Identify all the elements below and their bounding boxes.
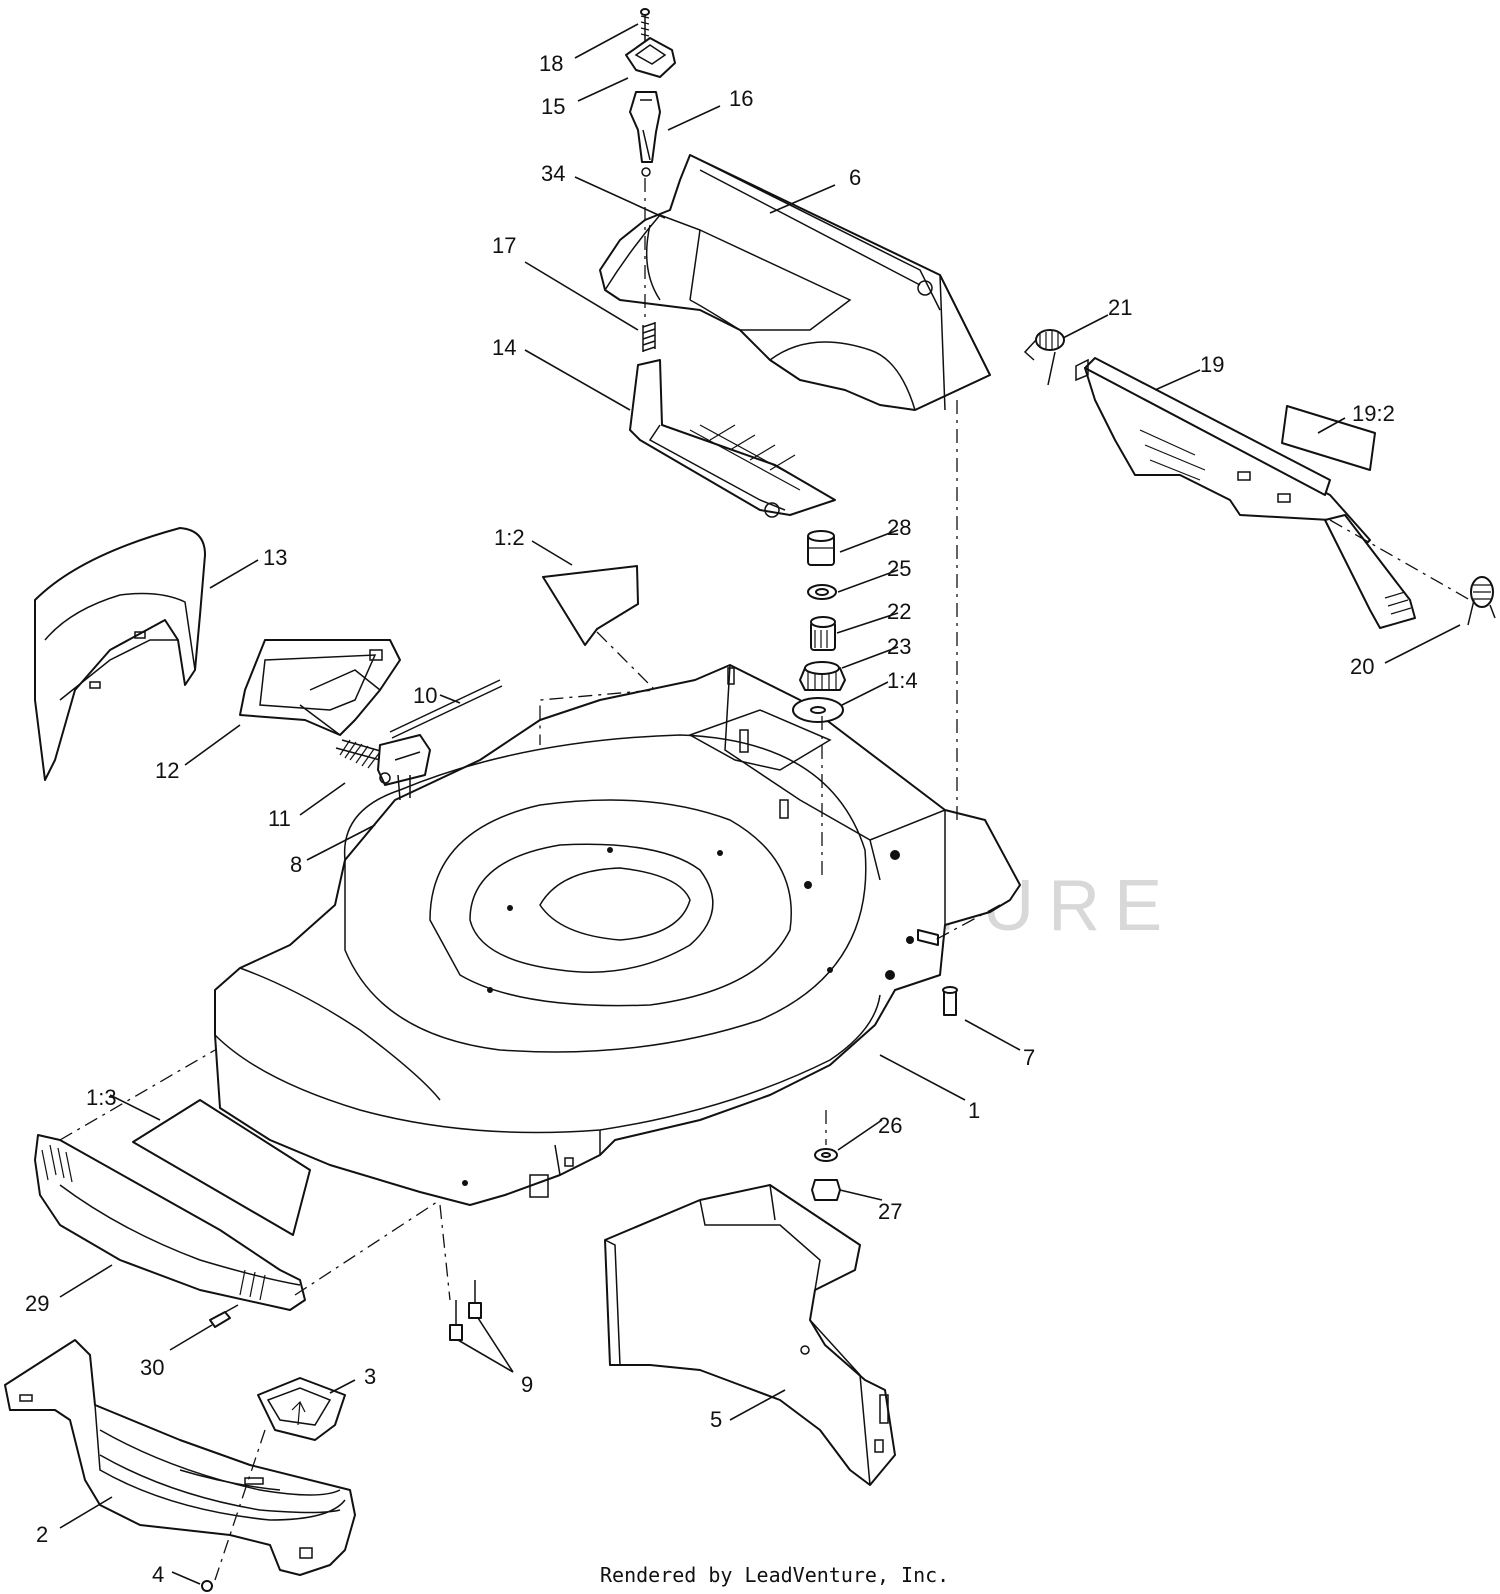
part-22-bushing [810, 616, 836, 651]
part-25-washer [807, 584, 837, 600]
part-20-spring [1467, 576, 1496, 626]
callout-34: 34 [541, 161, 565, 186]
callout-16: 16 [729, 86, 753, 111]
part-1-2-decal [542, 565, 639, 646]
callout-23: 23 [887, 634, 911, 659]
part-3-deflector [257, 1377, 346, 1441]
callout-10: 10 [413, 683, 437, 708]
part-26-washer [814, 1148, 838, 1162]
part-9-screw-b [468, 1280, 482, 1319]
part-30-screw [209, 1304, 239, 1328]
callout-5: 5 [710, 1407, 722, 1432]
part-7-bolt [942, 986, 958, 1016]
part-18-screw [640, 8, 650, 42]
callout-3: 3 [364, 1364, 376, 1389]
callout-15: 15 [541, 94, 565, 119]
part-1-3-decal [132, 1099, 311, 1236]
callout-8: 8 [290, 852, 302, 877]
callout-1-2: 1:2 [494, 525, 525, 550]
callout-25: 25 [887, 556, 911, 581]
callout-22: 22 [887, 599, 911, 624]
part-16-clip [629, 91, 661, 177]
part-7-bolt-side [917, 929, 939, 946]
part-4-screw [201, 1580, 213, 1592]
part-10-rod [389, 679, 503, 739]
part-19-rear-shield [1075, 357, 1416, 629]
part-5-discharge-chute [604, 1184, 896, 1486]
callout-19: 19 [1200, 352, 1224, 377]
callout-18: 18 [539, 51, 563, 76]
part-27-nut [811, 1179, 841, 1201]
part-2-front-baffle [4, 1339, 356, 1576]
callout-6: 6 [849, 165, 861, 190]
callout-1-4: 1:4 [887, 668, 918, 693]
part-17-spring [642, 322, 656, 352]
callout-13: 13 [263, 545, 287, 570]
callout-1: 1 [968, 1098, 980, 1123]
callout-29: 29 [25, 1291, 49, 1316]
part-14-height-adjuster [629, 359, 836, 518]
callout-21: 21 [1108, 295, 1132, 320]
part-19-2-decal [1281, 405, 1376, 471]
callout-20: 20 [1350, 654, 1374, 679]
part-1-mower-deck [214, 664, 1021, 1206]
footer-credit: Rendered by LeadVenture, Inc. [600, 1563, 949, 1587]
callout-30: 30 [140, 1355, 164, 1380]
part-9-screw-a [449, 1300, 463, 1341]
callout-1-3: 1:3 [86, 1085, 117, 1110]
callout-26: 26 [878, 1113, 902, 1138]
part-12-ratchet-cover [239, 639, 401, 736]
callout-19-2: 19:2 [1352, 401, 1395, 426]
callout-12: 12 [155, 758, 179, 783]
part-1-4-washer [792, 697, 844, 723]
callout-17: 17 [492, 233, 516, 258]
callout-27: 27 [878, 1199, 902, 1224]
alignment-lines [59, 178, 1471, 1581]
part-23-knob [799, 661, 846, 691]
part-8-bracket [377, 734, 431, 801]
part-11-spring [335, 739, 385, 769]
callout-28: 28 [887, 515, 911, 540]
callout-9: 9 [521, 1372, 533, 1397]
callout-4: 4 [152, 1562, 164, 1587]
callout-2: 2 [36, 1522, 48, 1547]
part-15-knob [625, 37, 676, 78]
callout-leaders [59, 23, 1461, 1585]
callout-7: 7 [1023, 1045, 1035, 1070]
callout-14: 14 [492, 335, 516, 360]
callout-11: 11 [268, 806, 291, 831]
part-28-bushing [807, 530, 835, 566]
callout-labels: 18 15 16 34 6 17 14 21 19 19:2 20 28 25 … [25, 51, 1395, 1587]
part-29-rear-flap [34, 1134, 306, 1311]
part-13-side-cover [34, 527, 206, 781]
part-21-spring [1023, 329, 1065, 386]
